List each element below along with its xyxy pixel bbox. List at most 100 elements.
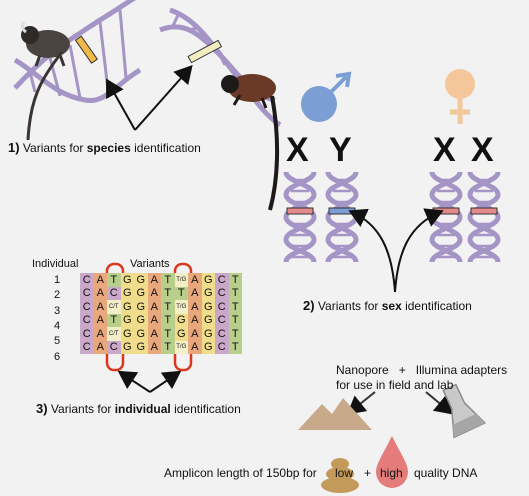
base-cell: C [107,340,121,354]
base-cell: A [93,327,107,341]
base-cell: G [120,300,134,314]
species-arrow-left [106,78,136,131]
chromosome-female-x1: X [433,131,456,169]
base-cell: C/T [107,327,121,341]
mountain-icon [298,398,372,430]
base-cell: C [80,273,94,287]
female-symbol-icon [445,69,475,124]
base-cell: A [188,327,202,341]
sex-arrow-right [394,208,444,293]
poop-icon [321,458,359,493]
base-cell: T [228,286,242,300]
base-cell: A [147,273,161,287]
base-cell: A [188,313,202,327]
species-dna-helix-right [159,7,282,128]
chromosome-male-y: Y [329,131,352,169]
table-header-individual: Individual [32,258,79,270]
base-cell: A [147,340,161,354]
row-id: 3 [54,304,61,317]
base-cell: G [120,273,134,287]
base-cell: G [201,286,215,300]
row-id: 1 [54,274,61,286]
base-cell: T [161,313,175,327]
base-cell: G [201,327,215,341]
base-cell: T [174,286,188,300]
base-cell: G [174,313,188,327]
base-cell: G [134,286,148,300]
species-variant-marker-right [187,39,223,64]
base-cell: T [107,313,121,327]
species-identification-label: 1) Variants for species identification [8,140,201,155]
base-cell: T [107,273,121,287]
sex-arrow-left [348,208,396,293]
base-cell: C/T [107,300,121,314]
chromosome-helix [283,171,317,263]
base-cell: G [120,340,134,354]
base-cell: C [215,286,229,300]
base-cell: A [188,273,202,287]
species-variant-marker-left [74,35,99,64]
base-cell: T [228,313,242,327]
base-cell: C [107,286,121,300]
base-cell: A [188,300,202,314]
base-cell: A [93,286,107,300]
individual-arrow-right [149,370,182,393]
sex-variant-marker [286,207,314,215]
base-cell: A [188,286,202,300]
base-cell: A [147,313,161,327]
base-cell: G [120,313,134,327]
amplicon-post: quality DNA [414,466,478,480]
table-header-variants: Variants [130,258,170,270]
amplicon-low: low [335,466,354,480]
amplicon-high: high [380,466,403,480]
base-cell: G [201,300,215,314]
adapters-line-2: for use in field and lab [336,378,454,392]
base-cell: G [134,273,148,287]
base-cell: G [134,340,148,354]
sex-variant-marker [328,207,356,215]
base-cell: C [215,340,229,354]
base-cell: T [228,273,242,287]
chromosome-helix [467,171,501,263]
chromosome-helix [429,171,463,263]
amplicon-label: Amplicon length of 150bp for [164,466,317,480]
base-cell: T [161,273,175,287]
individual-arrow-left [117,370,151,393]
chromosome-helix [325,171,359,263]
base-cell: A [147,327,161,341]
row-id: 2 [54,289,61,302]
base-cell: C [80,286,94,300]
base-cell: C [215,300,229,314]
base-cell: T/G [174,273,188,287]
chromosome-helices [283,171,501,263]
adapter-arrow-right [425,391,454,415]
base-cell: C [80,340,94,354]
base-cell: A [93,313,107,327]
monkey-icon [20,21,70,141]
sex-identification-label: 2) Variants for sex identification [303,298,472,313]
monkey-icon [221,74,280,211]
base-cell: A [93,273,107,287]
base-cell: C [215,273,229,287]
base-cell: T/G [174,300,188,314]
adapter-arrow-left [346,391,376,415]
base-cell: T [228,327,242,341]
chromosome-male-x: X [286,131,309,169]
base-cell: T/G [174,340,188,354]
base-cell: T [161,340,175,354]
adapters-line-1: Nanopore + Illumina adapters [336,363,508,377]
base-cell: G [134,300,148,314]
base-cell: T [161,300,175,314]
row-id: 6 [54,350,61,363]
base-cell: T [228,340,242,354]
base-cell: G [201,313,215,327]
chromosome-female-x2: X [471,131,494,169]
row-id: 4 [54,319,61,332]
species-arrow-right [134,65,193,131]
base-cell: C [80,313,94,327]
